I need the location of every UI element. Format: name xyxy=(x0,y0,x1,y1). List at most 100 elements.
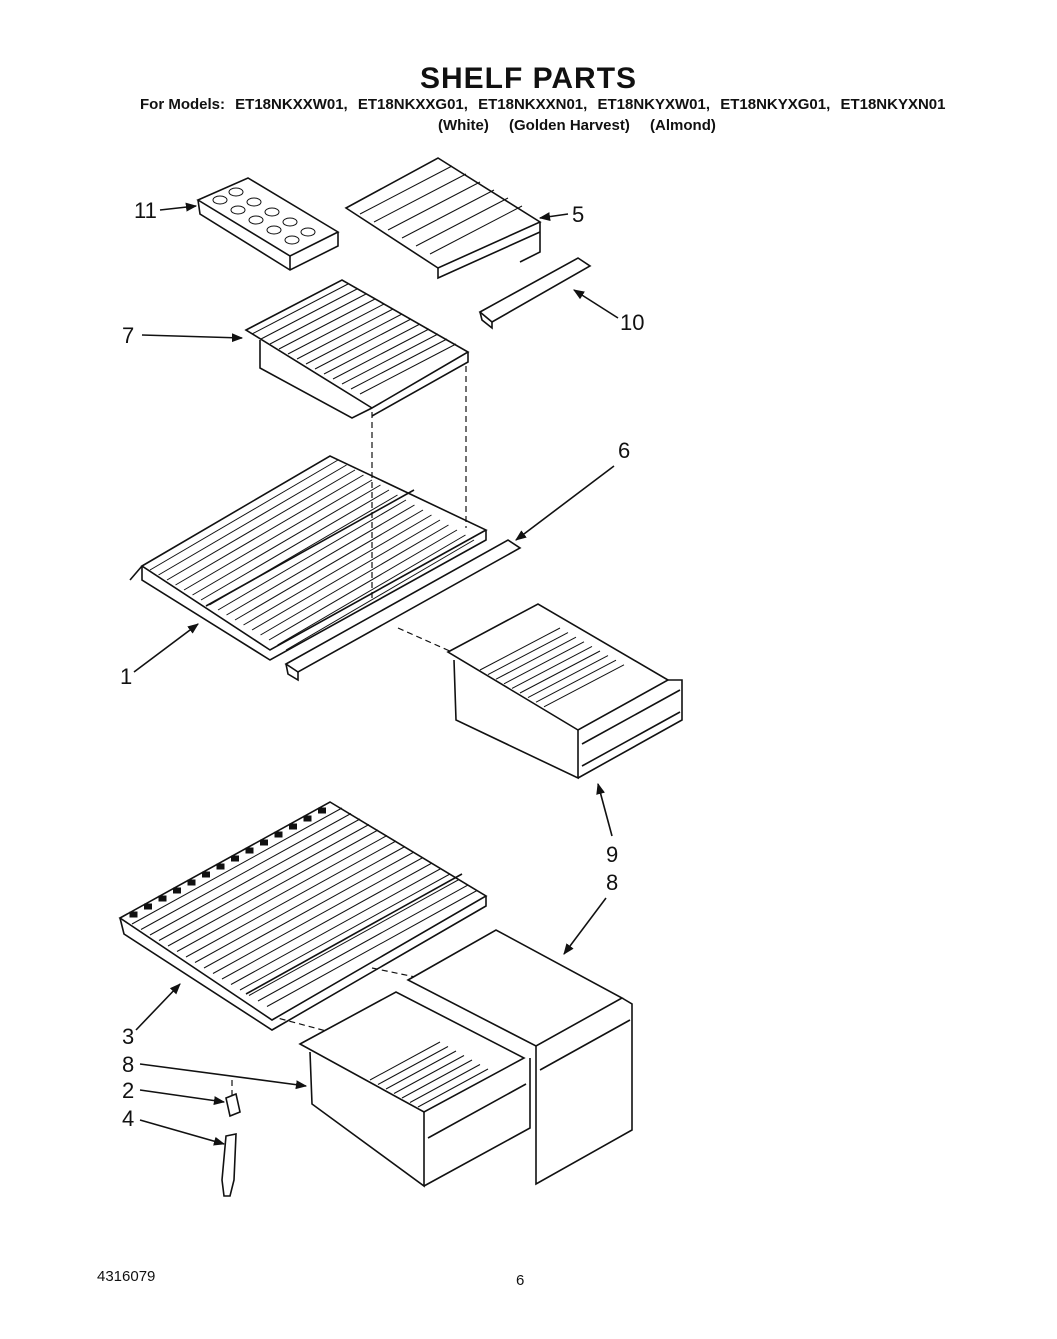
shelf-rail-part-10 xyxy=(478,257,592,330)
wire-slat xyxy=(203,851,415,969)
wire-slat xyxy=(239,873,451,991)
wire-slat xyxy=(511,645,593,689)
callout-10: 10 xyxy=(620,310,644,335)
callout-4: 4 xyxy=(122,1106,134,1131)
models-prefix: For Models: xyxy=(140,96,225,113)
wire-slat xyxy=(131,807,343,925)
wire-slat xyxy=(277,534,466,646)
wire-slat xyxy=(401,1059,473,1099)
wire-slat xyxy=(519,650,601,694)
wire-slat xyxy=(479,627,561,671)
wire-slat xyxy=(409,1064,481,1103)
wire-slat xyxy=(158,464,347,576)
wire-slat xyxy=(285,539,475,651)
shelf-hole xyxy=(289,823,297,830)
wire-slat xyxy=(234,509,424,621)
colors-line: (White) (Golden Harvest) (Almond) xyxy=(438,117,732,134)
crisper-drawers-part-8 xyxy=(298,929,633,1188)
leader-lines xyxy=(133,202,619,1146)
wire-slat xyxy=(341,333,439,385)
wire-slat xyxy=(323,323,421,375)
shelf-hole xyxy=(144,903,152,910)
shelf-hole xyxy=(303,815,312,822)
wire-slat xyxy=(251,519,441,631)
wire-slat xyxy=(268,529,458,641)
shelf-hole xyxy=(318,807,326,814)
model-4: ET18NKYXW01, xyxy=(597,96,711,113)
models-line: For Models: ET18NKXXW01, ET18NKXXG01, ET… xyxy=(140,96,951,113)
wire-slat xyxy=(269,293,367,345)
wire-slat xyxy=(527,655,609,699)
wire-shelf-part-5 xyxy=(344,157,542,280)
wire-slat xyxy=(226,504,415,616)
wire-slat xyxy=(535,659,617,703)
model-5: ET18NKYXG01, xyxy=(720,96,831,113)
shelf-hole xyxy=(260,839,268,846)
wire-slat xyxy=(149,818,361,936)
wire-slat xyxy=(314,318,412,370)
wire-slat xyxy=(248,879,460,996)
color-golden-harvest: (Golden Harvest) xyxy=(509,117,630,134)
callout-8-upper: 8 xyxy=(606,870,618,895)
wire-slat xyxy=(185,840,397,958)
wire-slat xyxy=(385,1050,457,1090)
wire-slat xyxy=(217,499,407,611)
callout-6: 6 xyxy=(618,438,630,463)
wire-slat xyxy=(167,829,379,947)
shelf-hole xyxy=(216,863,225,870)
shelf-hole xyxy=(187,879,196,886)
wire-slat xyxy=(149,459,339,571)
shelf-hole xyxy=(274,831,283,838)
wire-slat xyxy=(359,343,457,395)
shelf-hole xyxy=(158,895,167,902)
wire-slat xyxy=(192,484,381,596)
wire-slat xyxy=(251,283,349,335)
callout-2: 2 xyxy=(122,1078,134,1103)
shelf-hole xyxy=(202,871,210,878)
part-number: 4316079 xyxy=(97,1268,156,1285)
wire-slat xyxy=(287,303,385,355)
wire-slat xyxy=(212,857,424,974)
wire-slat xyxy=(278,298,376,350)
callout-11: 11 xyxy=(134,198,157,223)
wire-slat xyxy=(175,474,364,586)
shelf-hole xyxy=(245,847,254,854)
wire-slat xyxy=(260,288,358,340)
clip-part-2 xyxy=(225,1092,241,1118)
wire-slat xyxy=(140,813,352,930)
wire-slat xyxy=(266,890,478,1007)
color-almond: (Almond) xyxy=(650,117,716,134)
wire-slat xyxy=(230,868,442,985)
color-white: (White) xyxy=(438,117,489,134)
wire-slat xyxy=(257,884,469,1002)
page-title: SHELF PARTS xyxy=(419,62,638,95)
wire-slat xyxy=(200,489,390,601)
wire-slat xyxy=(158,824,370,941)
wire-slat xyxy=(296,308,394,360)
shelf-hole xyxy=(129,911,138,918)
shelf-part-1 xyxy=(129,455,488,661)
wire-slat xyxy=(393,1055,465,1094)
callout-5: 5 xyxy=(572,202,584,227)
shelf-hole xyxy=(231,855,239,862)
wire-slat xyxy=(305,313,403,365)
wire-slat xyxy=(503,641,585,685)
wire-slat xyxy=(495,636,577,680)
wire-slat xyxy=(221,862,433,980)
wire-slat xyxy=(260,524,449,636)
wire-slat xyxy=(369,1041,441,1081)
callout-7: 7 xyxy=(122,323,134,348)
shelf-part-3 xyxy=(118,801,488,1031)
wire-slat xyxy=(166,469,356,581)
callout-9: 9 xyxy=(606,842,618,867)
wire-slat xyxy=(194,846,406,963)
wire-shelf-part-7 xyxy=(244,279,470,419)
callout-8-lower: 8 xyxy=(122,1052,134,1077)
wire-slat xyxy=(332,328,430,380)
callout-1: 1 xyxy=(120,664,132,689)
wire-slat xyxy=(183,479,373,591)
wire-slat xyxy=(176,835,388,952)
model-6: ET18NKYXN01 xyxy=(840,96,946,113)
wire-slat xyxy=(417,1068,489,1108)
wire-slat xyxy=(377,1046,449,1085)
